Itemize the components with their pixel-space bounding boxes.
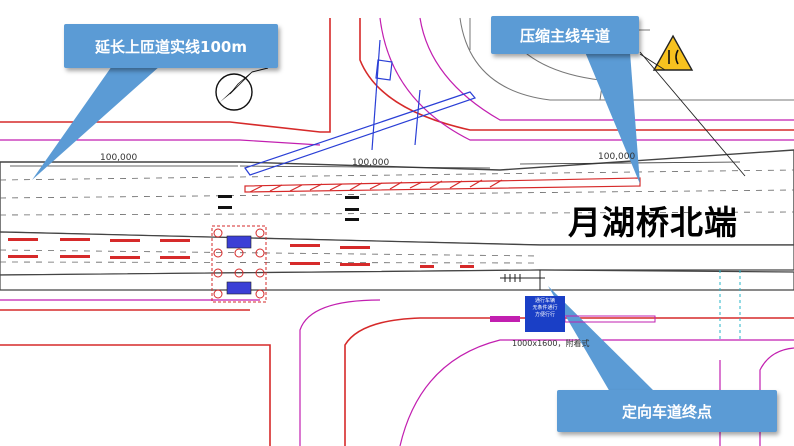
callout-compress-mainline: 压缩主线车道 — [491, 16, 639, 54]
pier-columns — [226, 235, 252, 295]
callout-extend-ramp: 延长上匝道实线100m — [64, 24, 278, 68]
sign-line-3: 方便行行 — [534, 312, 555, 318]
dimension-left: 100,000 — [100, 153, 138, 163]
directional-sign: 通行车辆 无条件通行 方便行行 — [525, 296, 565, 332]
warning-leader-line-2 — [639, 53, 666, 71]
narrowing-warning-sign-icon — [652, 34, 694, 71]
dimension-middle: 100,000 — [352, 158, 390, 168]
bridge-pier — [211, 225, 267, 303]
sign-line-2: 无条件通行 — [532, 305, 558, 311]
dimension-lines — [10, 161, 741, 169]
location-title: 月湖桥北端 — [568, 203, 738, 242]
sign-line-1: 通行车辆 — [534, 298, 555, 304]
compression-hatch — [244, 177, 641, 193]
compass-icon — [215, 67, 269, 111]
callout-pointers — [32, 52, 655, 392]
ramp-blue-line — [244, 39, 477, 176]
sign-size-label: 1000x1600，附着式 — [512, 339, 590, 348]
lane-arrows — [218, 195, 359, 221]
barrier-strip — [490, 315, 656, 323]
warning-leader-line — [639, 51, 746, 177]
callout-directional-end: 定向车道终点 — [557, 390, 777, 432]
directional-arrow-icon — [500, 270, 545, 290]
dimension-right: 100,000 — [598, 152, 636, 162]
lane-markings-red — [8, 238, 474, 268]
red-boundary-lines — [0, 18, 794, 446]
